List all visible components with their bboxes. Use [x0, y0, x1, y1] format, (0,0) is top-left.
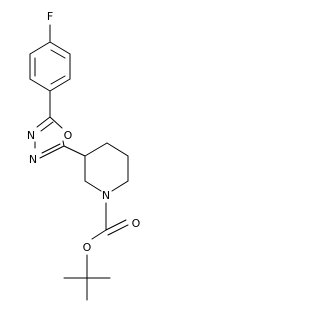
bond — [106, 142, 129, 157]
bond — [29, 78, 51, 92]
oxadiazole-nitrogen-label: N — [27, 129, 35, 142]
double-bond-inner — [50, 75, 66, 85]
bond-o1-c5 — [62, 140, 65, 147]
bond — [84, 142, 108, 157]
bond — [29, 41, 51, 55]
molecule-diagram: F O N N N O O — [27, 10, 141, 301]
ester-oxygen-label: O — [83, 241, 92, 254]
bond-oxadiazole-piperidine — [63, 145, 86, 157]
fluorine-label: F — [47, 10, 53, 23]
bond-c-o-ester — [91, 229, 107, 240]
fluorophenyl-ring — [29, 41, 71, 92]
bond-c2-o1 — [49, 116, 63, 129]
double-bond-inner — [41, 143, 61, 154]
bond — [84, 180, 102, 192]
oxadiazole-oxygen-label: O — [64, 129, 73, 142]
piperidine-nitrogen-label: N — [102, 189, 110, 202]
bond-n4-c5 — [39, 145, 65, 159]
bond — [111, 180, 129, 192]
bond-c2-n3 — [36, 116, 51, 128]
double-bond-inner — [40, 121, 54, 132]
bond — [49, 78, 71, 92]
structure-canvas: F O N N N O O — [27, 10, 141, 301]
oxadiazole-nitrogen-label: N — [29, 153, 37, 166]
oxadiazole-ring — [34, 116, 65, 159]
piperidine-ring — [84, 142, 129, 192]
double-bond-inner — [50, 49, 66, 59]
carbonyl-oxygen-label: O — [132, 217, 141, 230]
double-bond-inner — [107, 224, 129, 236]
bond-c-o-double — [105, 219, 127, 231]
bond — [49, 41, 71, 55]
